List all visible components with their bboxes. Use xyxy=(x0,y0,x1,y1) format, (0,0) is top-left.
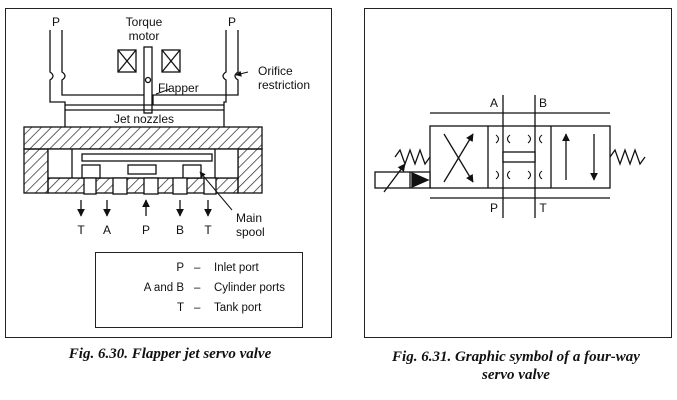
legend-key: A and B xyxy=(143,282,184,294)
leader-lines xyxy=(155,70,249,211)
legend-desc: Cylinder ports xyxy=(214,282,285,294)
figure-caption-6-30: Fig. 6.30. Flapper jet servo valve xyxy=(68,346,272,362)
supply-label-right: P xyxy=(228,15,236,29)
legend-row-cylinder: A and B – Cylinder ports xyxy=(96,282,304,300)
legend-desc: Inlet port xyxy=(214,262,259,274)
supply-line-left xyxy=(49,30,146,127)
main-spool-label-line2: spool xyxy=(236,225,265,239)
port-a-label: A xyxy=(490,96,498,110)
flapper xyxy=(143,46,153,114)
legend-dash: – xyxy=(194,282,201,294)
port-b-label: B xyxy=(539,96,547,110)
port-legend: P – Inlet port A and B – Cylinder ports … xyxy=(95,252,303,328)
center-link xyxy=(502,151,536,163)
port-t-label: T xyxy=(539,201,547,215)
port-label: A xyxy=(103,223,111,237)
cross-flow-arrow xyxy=(443,133,474,183)
legend-dash: – xyxy=(194,302,201,314)
figure-caption-6-31: Fig. 6.31. Graphic symbol of a four-way … xyxy=(355,348,677,384)
torque-motor-label-line1: Torque xyxy=(126,15,163,29)
torque-motor-symbol xyxy=(374,163,431,193)
figure-caption-6-31-line2: servo valve xyxy=(482,367,550,383)
port-p-label: P xyxy=(490,201,498,215)
main-spool-label-line1: Main xyxy=(236,211,262,225)
four-way-servo-valve-figure xyxy=(364,8,672,338)
right-spring xyxy=(609,148,646,166)
orifice-label-line1: Orifice xyxy=(258,64,293,78)
orifice-label-line2: restriction xyxy=(258,78,310,92)
flapper-label: Flapper xyxy=(158,81,199,95)
jet-nozzle-chamber xyxy=(65,104,224,111)
torque-motor-label-line2: motor xyxy=(129,29,160,43)
legend-row-inlet: P – Inlet port xyxy=(96,262,304,280)
figure-caption-6-31-line1: Fig. 6.31. Graphic symbol of a four-way xyxy=(392,349,640,365)
legend-dash: – xyxy=(194,262,201,274)
legend-desc: Tank port xyxy=(214,302,262,314)
torque-motor xyxy=(117,49,181,73)
legend-row-tank: T – Tank port xyxy=(96,302,304,320)
port-label: B xyxy=(176,223,184,237)
port-openings xyxy=(83,177,217,195)
port-label: P xyxy=(142,223,150,237)
jet-nozzles-label: Jet nozzles xyxy=(114,112,174,126)
legend-key: T xyxy=(176,302,184,314)
legend-key: P xyxy=(176,262,184,274)
port-label: T xyxy=(204,223,212,237)
port-arrows xyxy=(77,199,212,217)
left-spring xyxy=(394,148,431,166)
main-spool xyxy=(47,148,239,179)
throttle-arcs xyxy=(495,134,543,180)
port-label: T xyxy=(77,223,85,237)
four-way-servo-valve-symbol xyxy=(374,95,646,218)
supply-label-left: P xyxy=(52,15,60,29)
